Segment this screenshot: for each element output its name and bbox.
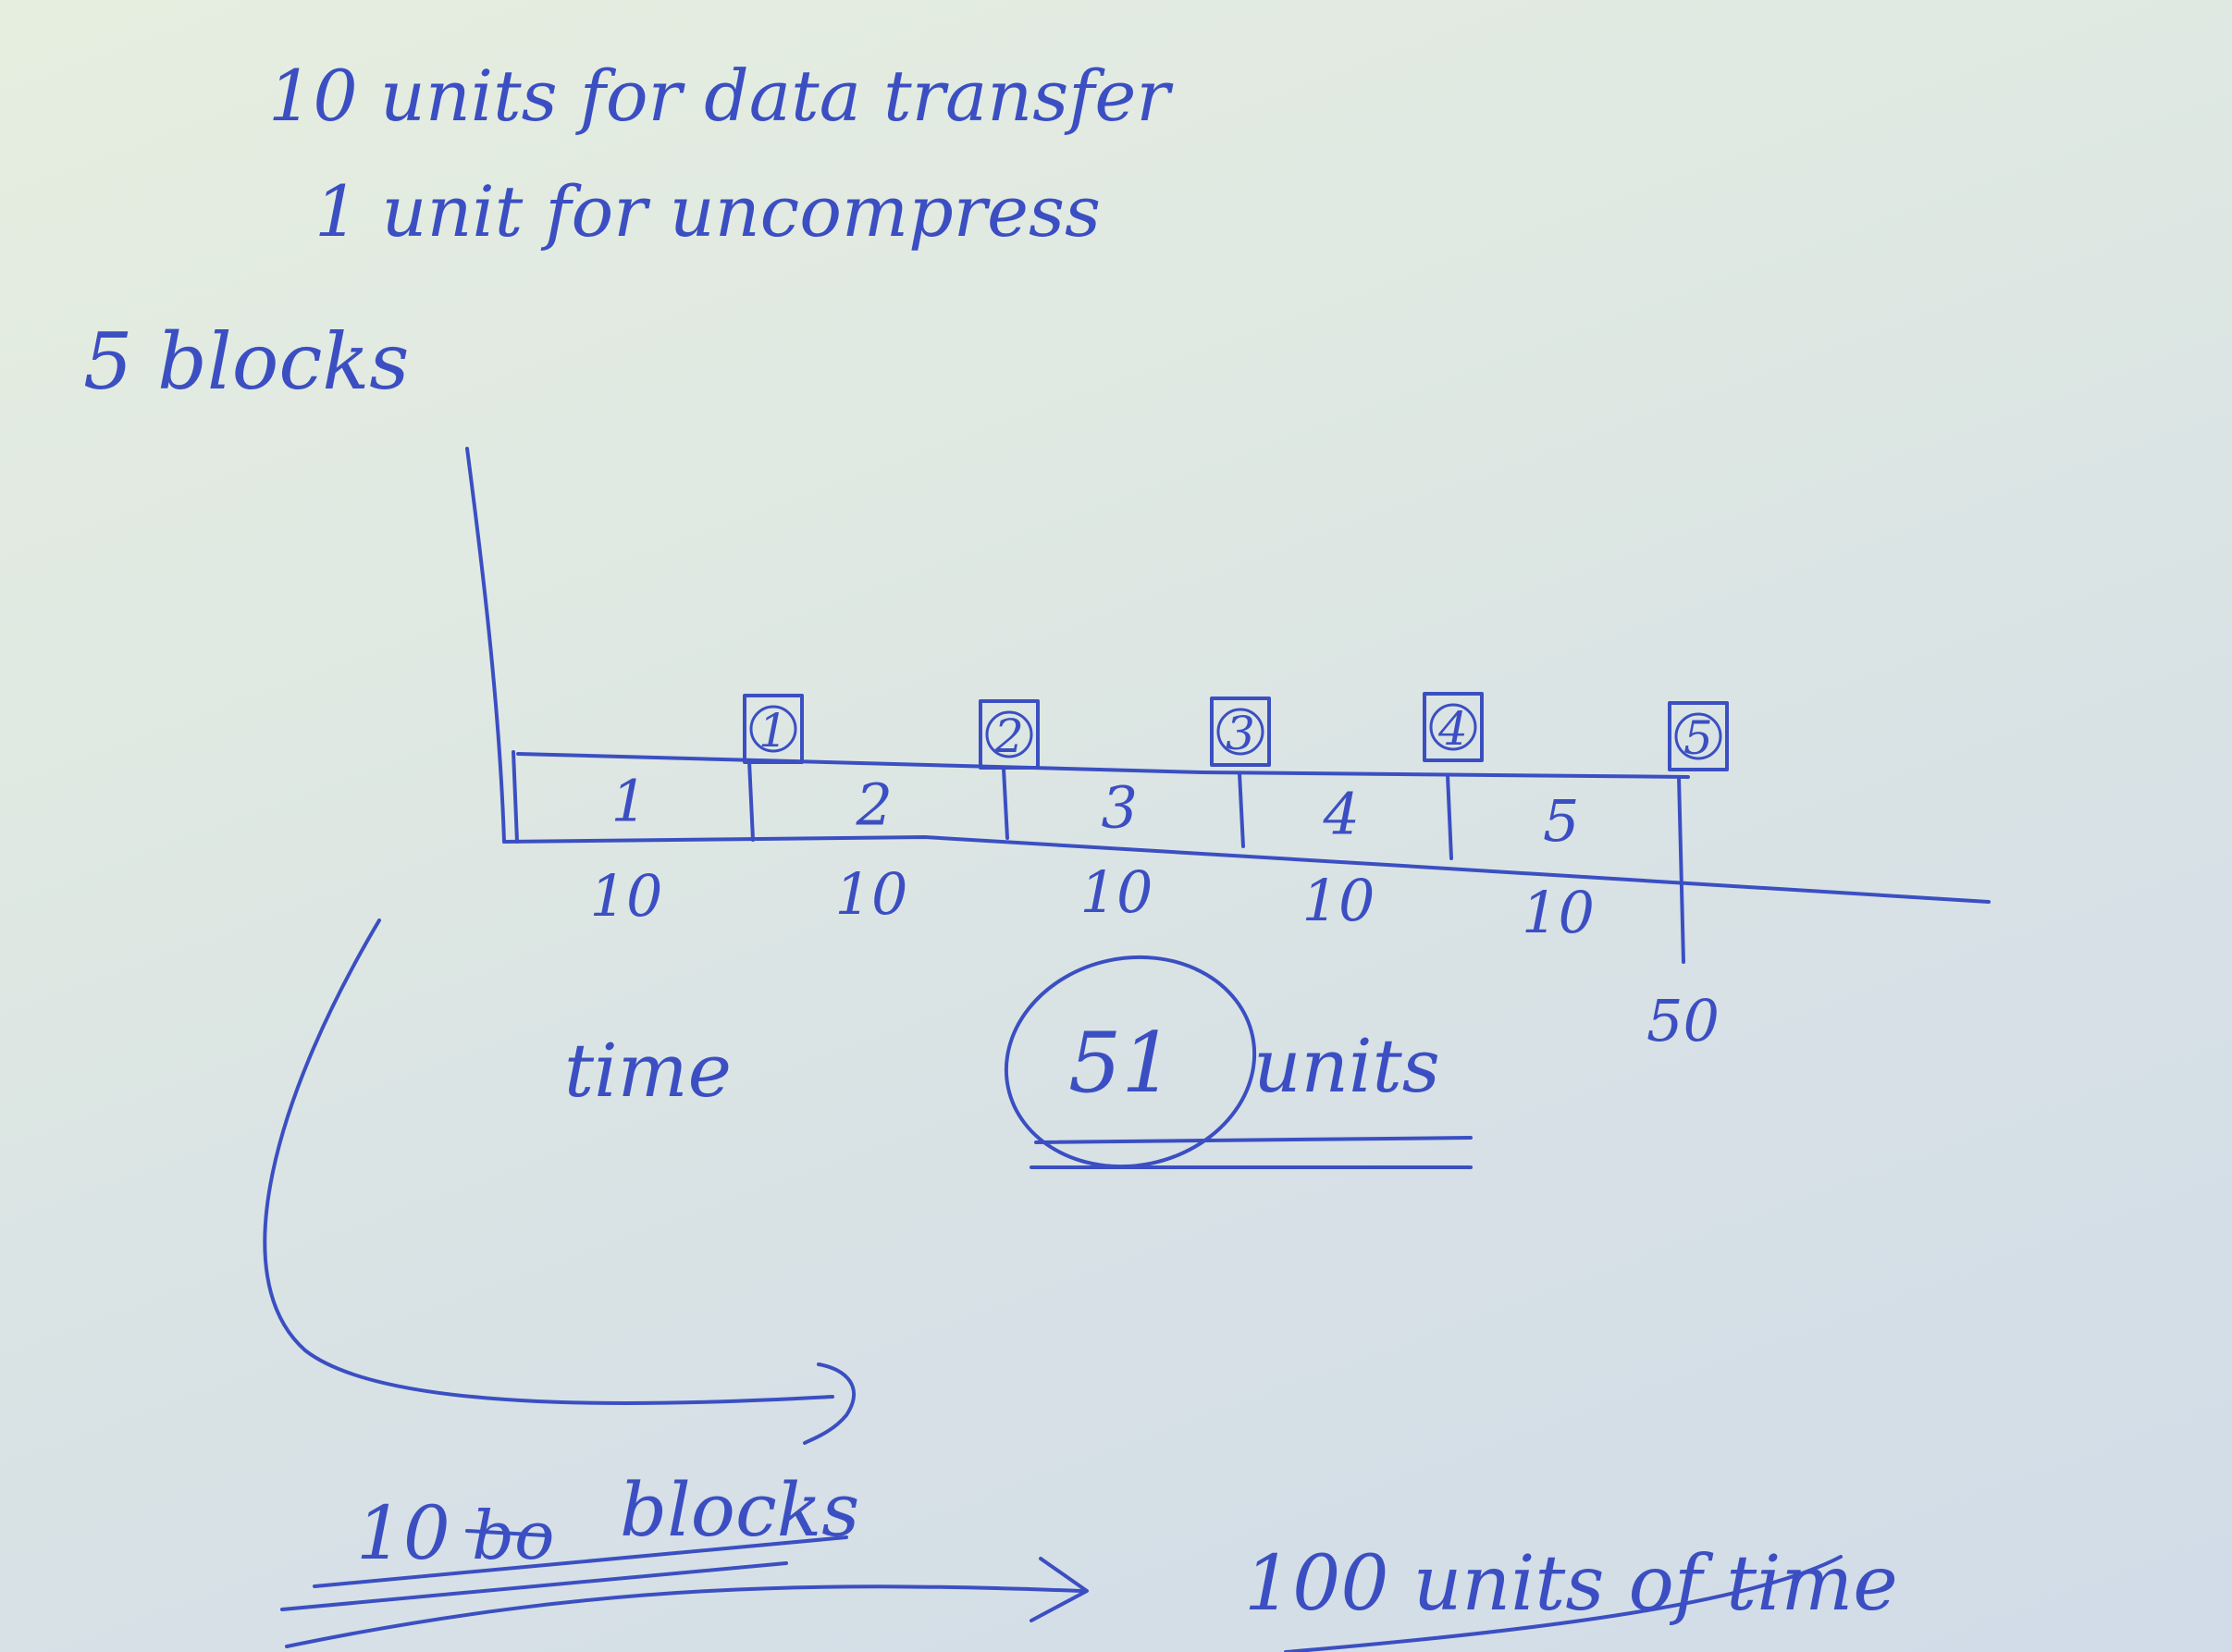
- result-unit: units: [1253, 1023, 1440, 1109]
- segment-duration: 10: [835, 860, 908, 928]
- segment-divider: [512, 750, 519, 844]
- segment-label: 1: [611, 768, 647, 835]
- uncompress-marker-circle: [1674, 712, 1722, 760]
- uncompress-marker-box: [1423, 692, 1484, 762]
- straight-arrow-head: [1030, 1557, 1089, 1622]
- segment-label: 4: [1323, 781, 1360, 848]
- segment-duration: 10: [590, 862, 663, 930]
- uncompress-marker-label: 4: [1437, 702, 1468, 756]
- segment-divider: [1446, 773, 1453, 860]
- segment-divider: [747, 759, 755, 842]
- uncompress-marker-box: [979, 699, 1040, 770]
- uncompress-markers: 1 2 3 4 5: [743, 692, 1729, 771]
- blocks-count-label: 5 blocks: [83, 316, 409, 407]
- blocks-underline-1: [313, 1535, 848, 1588]
- strike-through: [465, 1529, 548, 1537]
- curved-arrow: [263, 918, 834, 1406]
- hundred-units-text: 100 units of time: [1244, 1540, 1898, 1628]
- uncompress-marker-circle: [1216, 708, 1264, 756]
- uncompress-marker-circle: [1429, 703, 1477, 751]
- result-value: 51: [1068, 1015, 1175, 1112]
- uncompress-marker-circle: [749, 705, 797, 753]
- uncompress-marker-label: 1: [758, 704, 788, 758]
- result-circle: [1004, 955, 1257, 1169]
- segment-label: 2: [856, 771, 893, 839]
- time-axis: [502, 835, 1991, 904]
- end-time-label: 50: [1646, 987, 1720, 1054]
- time-word: time: [564, 1028, 732, 1114]
- uncompress-marker-label: 3: [1226, 707, 1255, 760]
- uncompress-marker-circle: [985, 710, 1033, 758]
- uncompress-marker-box: [1668, 701, 1729, 771]
- segment-label: 3: [1102, 774, 1138, 842]
- note-data-transfer: 10 units for data transfer: [268, 55, 1174, 137]
- curved-arrow-head: [803, 1362, 857, 1445]
- uncompress-marker-label: 2: [993, 709, 1024, 763]
- straight-arrow: [285, 1584, 1084, 1648]
- timeline-segments: 1 10 2 10 3 10 4 10 5 10: [512, 750, 1595, 946]
- segment-duration: 10: [1522, 879, 1595, 946]
- segment-label: 5: [1543, 787, 1579, 855]
- segment-duration: 10: [1080, 858, 1153, 926]
- uncompress-marker-box: [1210, 697, 1271, 767]
- segment-duration: 10: [1302, 867, 1375, 934]
- uncompress-marker-box: [743, 694, 804, 764]
- blocks-underline-2: [280, 1561, 788, 1611]
- vertical-axis: [465, 447, 506, 844]
- segment-divider: [1238, 771, 1245, 848]
- result-underline-1: [1034, 1136, 1473, 1144]
- note-uncompress: 1 unit for uncompress: [314, 170, 1101, 253]
- hundred-units-underline: [1284, 1555, 1843, 1652]
- end-tick: [1677, 775, 1685, 964]
- uncompress-marker-label: 5: [1683, 711, 1713, 765]
- ten-blocks-number: 10: [356, 1490, 450, 1576]
- segment-divider: [1002, 767, 1009, 840]
